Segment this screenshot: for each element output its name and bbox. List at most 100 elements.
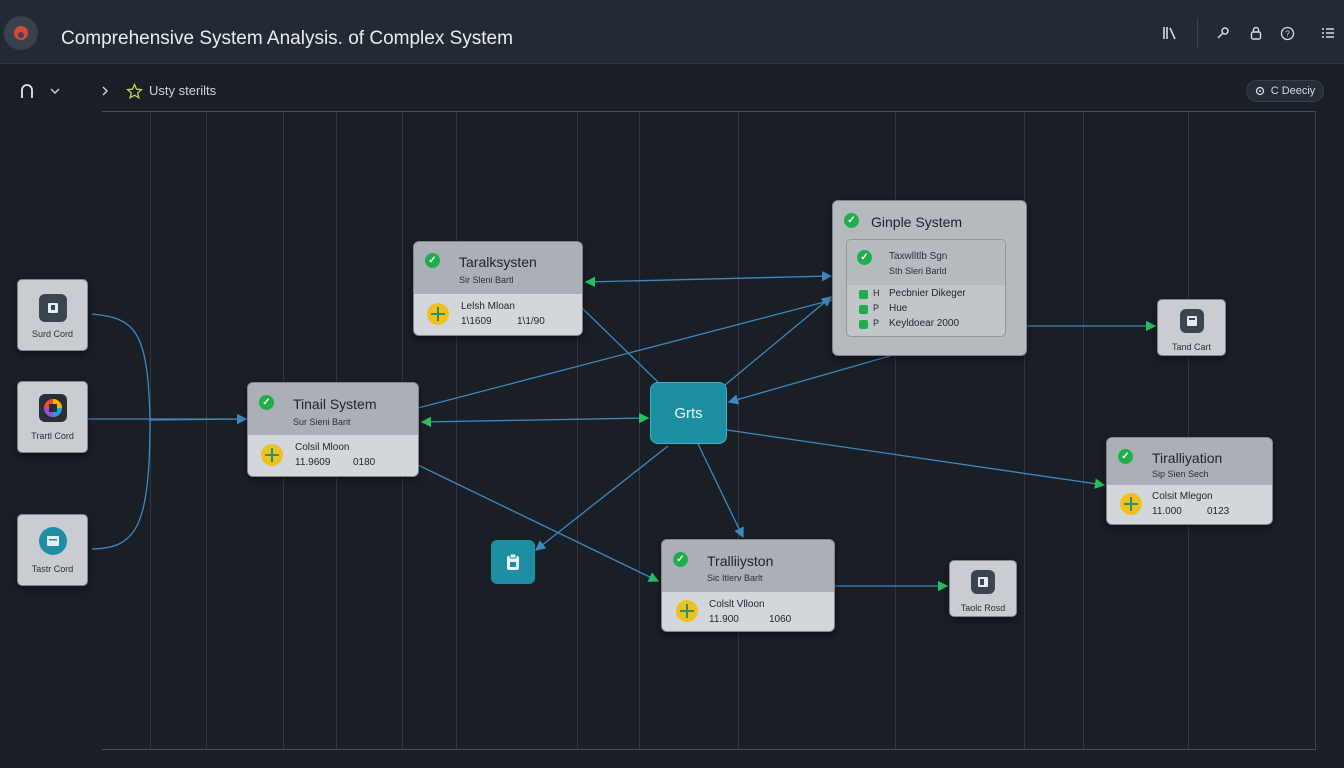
help-icon[interactable]: ?	[1276, 22, 1298, 44]
plus-icon	[427, 303, 449, 325]
check-icon: ✓	[259, 395, 274, 410]
clipboard-node[interactable]	[491, 540, 535, 584]
node-tiralliyation[interactable]: ✓ Tiralliyation Sip Sien Sech Colsit Mle…	[1106, 437, 1273, 525]
grid-line	[1188, 112, 1189, 749]
check-icon: ✓	[857, 250, 872, 265]
color-wheel-icon	[38, 394, 67, 422]
edge-hub-ginple	[724, 296, 833, 386]
small-card-label: Tand Cart	[1171, 342, 1212, 352]
inner-title: Taxwlltlb Sgn	[889, 251, 948, 262]
diagram-canvas[interactable]	[102, 111, 1316, 750]
node-meta-a: 11.900	[709, 614, 739, 625]
node-subtitle: Sic Itlerv Barlt	[707, 573, 763, 583]
card-square-icon	[1179, 309, 1204, 333]
inner-panel-head: ✓ Taxwlltlb Sgn Sth Sleri Barld	[847, 240, 1005, 285]
chevron-down-icon[interactable]	[46, 82, 64, 100]
header-divider	[1197, 18, 1198, 48]
grid-line	[1083, 112, 1084, 749]
check-icon: ✓	[673, 552, 688, 567]
edge-hub-clip	[534, 445, 669, 551]
small-card-tastr[interactable]: Tastr Cord	[17, 514, 88, 586]
node-subtitle: Sur Sieni Barit	[293, 417, 351, 427]
node-tinail-system[interactable]: ✓ Tinail System Sur Sieni Barit Colsil M…	[247, 382, 419, 477]
node-meta-label: Colslt Vlloon	[709, 599, 765, 610]
deploy-icon	[1255, 86, 1264, 96]
node-title: Tiralliyation	[1152, 450, 1223, 466]
check-square-icon	[859, 305, 868, 314]
check-square-icon	[859, 290, 868, 299]
row-key: P	[873, 303, 880, 313]
small-card-tand[interactable]: Tand Cart	[1157, 299, 1226, 356]
deploy-label: C Deeciy	[1270, 85, 1316, 97]
settings-icon[interactable]	[1212, 22, 1234, 44]
check-icon: ✓	[425, 253, 440, 268]
small-card-taolc[interactable]: Taolc Rosd	[949, 560, 1017, 617]
window-icon	[38, 527, 67, 555]
node-meta-b: 0123	[1207, 506, 1230, 517]
breadcrumb-label[interactable]: Usty sterilts	[149, 83, 217, 98]
edge-tinail-hub	[420, 412, 650, 428]
node-tralliiyston[interactable]: ✓ Tralliiyston Sic Itlerv Barlt Colslt V…	[661, 539, 835, 632]
edge-tinail-tralli	[417, 464, 660, 582]
grid-line	[206, 112, 207, 749]
check-square-icon	[859, 320, 868, 329]
node-meta-b: 1060	[769, 614, 792, 625]
svg-text:?: ?	[1285, 29, 1290, 38]
menu-icon[interactable]	[1317, 22, 1339, 44]
workspace-icon[interactable]	[16, 80, 38, 102]
row-value: Hue	[889, 303, 908, 314]
node-meta-a: 11.9609	[295, 457, 331, 468]
library-icon[interactable]	[1159, 22, 1181, 44]
inner-subtitle: Sth Sleri Barld	[889, 266, 947, 276]
node-title: Taralksysten	[459, 254, 537, 270]
inner-panel: ✓ Taxwlltlb Sgn Sth Sleri Barld H Pecbni…	[846, 239, 1006, 337]
grid-line	[895, 112, 896, 749]
small-card-label: Surd Cord	[31, 329, 74, 339]
grid-line	[738, 112, 739, 749]
plus-icon	[261, 444, 283, 466]
row-key: H	[873, 288, 880, 298]
edge-ginple-hub	[727, 355, 891, 405]
small-card-trartl[interactable]: Trartl Cord	[17, 381, 88, 453]
card-square-icon	[38, 294, 67, 322]
star-icon[interactable]	[124, 81, 144, 101]
app-header: Comprehensive System Analysis. of Comple…	[0, 0, 1344, 64]
node-title: Tralliiyston	[707, 553, 774, 569]
check-icon: ✓	[1118, 449, 1133, 464]
small-card-surd[interactable]: Surd Cord	[17, 279, 88, 351]
grid-line	[456, 112, 457, 749]
clipboard-icon	[507, 553, 519, 570]
node-subtitle: Sir Sleni Bartl	[459, 275, 514, 285]
node-meta-a: 11.000	[1152, 506, 1182, 517]
node-meta-b: 1\1/90	[517, 316, 545, 327]
edge-tinail-ginple	[417, 299, 833, 409]
plus-icon	[676, 600, 698, 622]
grid-line	[577, 112, 578, 749]
node-title: Ginple System	[871, 214, 963, 230]
small-card-label: Tastr Cord	[31, 564, 74, 574]
edge-surd-to-tinail	[91, 313, 248, 425]
app-title: Comprehensive System Analysis. of Comple…	[61, 28, 513, 49]
row-key: P	[873, 318, 880, 328]
edge-taralk-ginple	[584, 271, 833, 287]
edge-hub-tiralli	[726, 429, 1106, 489]
node-subtitle: Sip Sien Sech	[1152, 469, 1209, 479]
hub-node[interactable]: Grts	[650, 382, 727, 444]
node-meta-label: Lelsh Mloan	[461, 301, 515, 312]
node-meta-label: Colsit Mlegon	[1152, 491, 1213, 502]
card-square-icon	[971, 570, 995, 594]
row-value: Keyldoear 2000	[889, 318, 960, 329]
chevron-right-icon[interactable]	[97, 82, 113, 100]
deploy-button[interactable]: C Deeciy	[1246, 80, 1324, 102]
node-meta-label: Colsil Mloon	[295, 442, 350, 453]
edge-tastr-to-tinail	[91, 419, 151, 550]
lock-icon[interactable]	[1245, 22, 1267, 44]
edge-taralk-hub	[581, 307, 661, 385]
node-taralksysten[interactable]: ✓ Taralksysten Sir Sleni Bartl Lelsh Mlo…	[413, 241, 583, 336]
grid-line	[639, 112, 640, 749]
node-ginple-system[interactable]: ✓ Ginple System ✓ Taxwlltlb Sgn Sth Sler…	[832, 200, 1027, 356]
node-meta-b: 0180	[353, 457, 376, 468]
app-logo-icon[interactable]	[4, 16, 38, 50]
edge-hub-tralli	[697, 443, 744, 539]
